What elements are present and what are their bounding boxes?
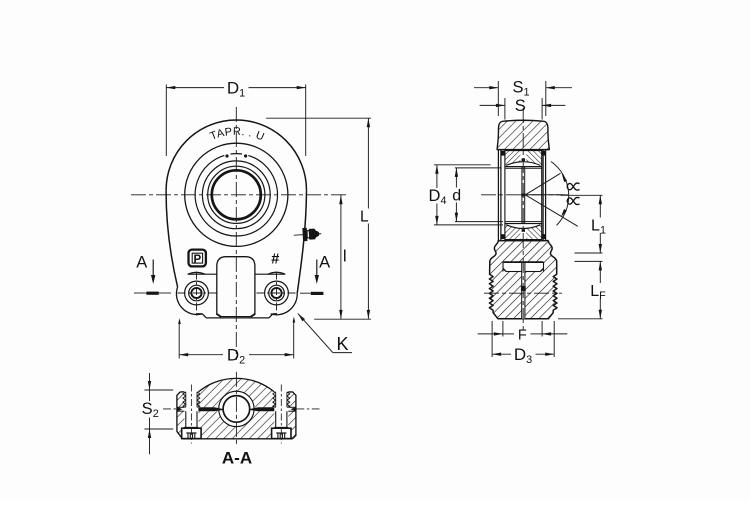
svg-text:d: d	[452, 188, 461, 205]
svg-text:#: #	[271, 251, 279, 267]
svg-text:K: K	[336, 334, 348, 354]
svg-text:A: A	[136, 254, 147, 272]
svg-text:F: F	[518, 328, 527, 344]
svg-text:TAPR. . U: TAPR. . U	[209, 126, 267, 144]
svg-text:P: P	[193, 254, 201, 266]
svg-text:S: S	[515, 97, 526, 115]
svg-text:A: A	[319, 254, 330, 272]
svg-text:A-A: A-A	[222, 449, 252, 468]
svg-text:L: L	[360, 209, 369, 226]
svg-text:l: l	[343, 247, 347, 266]
